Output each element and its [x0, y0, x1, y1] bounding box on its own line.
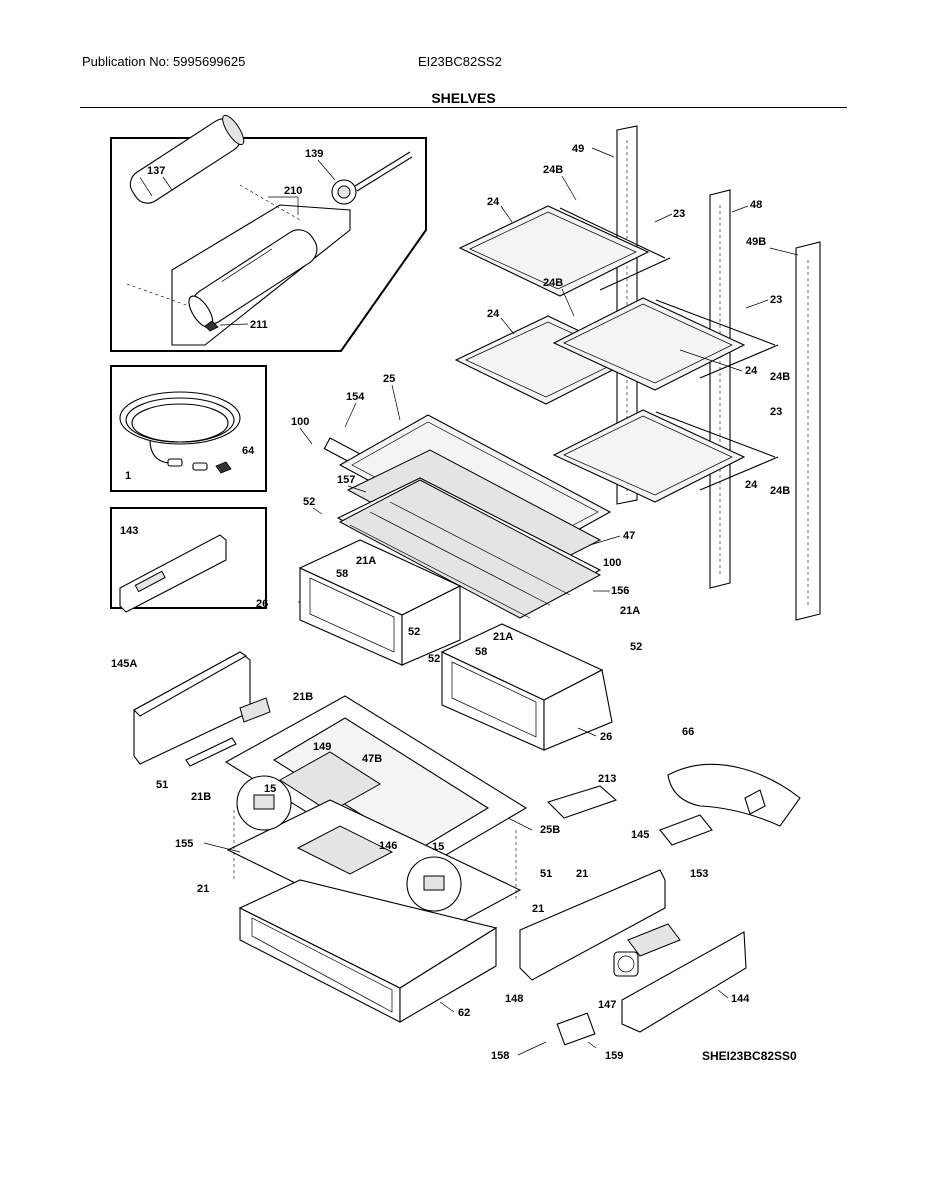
callout-159: 159 [605, 1050, 623, 1062]
callout-23-3: 23 [770, 406, 782, 418]
callout-21-2: 21 [576, 868, 588, 880]
callout-144: 144 [731, 993, 750, 1005]
callout-211: 211 [250, 319, 268, 331]
callout-148: 148 [505, 993, 523, 1005]
callout-146: 146 [379, 840, 397, 852]
callout-143: 143 [120, 525, 138, 537]
callout-21A: 21A [356, 555, 376, 567]
callout-24B-3: 24B [770, 371, 790, 383]
callout-147: 147 [598, 999, 616, 1011]
callout-25B: 25B [540, 824, 560, 836]
callout-47: 47 [623, 530, 635, 542]
callout-26-2: 26 [600, 731, 612, 743]
water-filter-inset [110, 114, 427, 352]
callout-49B: 49B [746, 236, 766, 248]
callout-52-4: 52 [630, 641, 642, 653]
callout-labels: 137 139 210 211 1 64 143 49 24B 24 23 48… [111, 143, 790, 1062]
deli-tray-and-drawer [226, 775, 522, 1023]
glass-shelves [454, 205, 779, 503]
callout-153: 153 [690, 868, 708, 880]
callout-1: 1 [125, 470, 131, 482]
callout-156: 156 [611, 585, 629, 597]
callout-52-3: 52 [428, 653, 440, 665]
callout-213: 213 [598, 773, 616, 785]
callout-15-2: 15 [432, 841, 444, 853]
callout-24B-2: 24B [543, 277, 563, 289]
callout-21A-3: 21A [493, 631, 513, 643]
callout-58-2: 58 [475, 646, 487, 658]
callout-21B-2: 21B [191, 791, 211, 803]
callout-154: 154 [346, 391, 365, 403]
callout-21A-2: 21A [620, 605, 640, 617]
callout-24B: 24B [543, 164, 563, 176]
callout-51-2: 51 [540, 868, 552, 880]
callout-49: 49 [572, 143, 584, 155]
model-number: EI23BC82SS2 [418, 54, 502, 69]
callout-25: 25 [383, 373, 395, 385]
callout-24B-4: 24B [770, 485, 790, 497]
callout-23: 23 [673, 208, 685, 220]
page-title: SHELVES [431, 90, 496, 106]
crisper-cover-stack [323, 414, 612, 619]
part-145A [133, 651, 271, 765]
callout-15: 15 [264, 783, 276, 795]
callout-139: 139 [305, 148, 323, 160]
callout-158: 158 [491, 1050, 509, 1062]
callout-100: 100 [291, 416, 309, 428]
callout-62: 62 [458, 1007, 470, 1019]
part-143-inset [110, 507, 267, 613]
callout-26: 26 [256, 598, 268, 610]
callout-21: 21 [197, 883, 209, 895]
deli-cover [185, 695, 528, 877]
callout-66: 66 [682, 726, 694, 738]
callout-137: 137 [147, 165, 165, 177]
diagram-code: SHEI23BC82SS0 [702, 1049, 797, 1063]
publication-number: Publication No: 5995699625 [82, 54, 246, 69]
callout-64: 64 [242, 445, 255, 457]
callout-155: 155 [175, 838, 193, 850]
callout-52: 52 [303, 496, 315, 508]
header-divider [80, 107, 847, 108]
callout-52-2: 52 [408, 626, 420, 638]
water-tube-inset [110, 365, 267, 492]
callout-149: 149 [313, 741, 331, 753]
callout-100-2: 100 [603, 557, 621, 569]
callout-210: 210 [284, 185, 302, 197]
callout-145: 145 [631, 829, 649, 841]
air-control-assembly [519, 763, 801, 1046]
shelf-rails [616, 125, 821, 621]
callout-157: 157 [337, 474, 355, 486]
crisper-drawers [298, 539, 613, 751]
callout-145A: 145A [111, 658, 137, 670]
callout-58: 58 [336, 568, 348, 580]
callout-24-2: 24 [487, 308, 500, 320]
callout-24-4: 24 [745, 479, 758, 491]
callout-24-3: 24 [745, 365, 758, 377]
callout-48: 48 [750, 199, 762, 211]
callout-47B: 47B [362, 753, 382, 765]
callout-24: 24 [487, 196, 500, 208]
callout-23-2: 23 [770, 294, 782, 306]
callout-51: 51 [156, 779, 168, 791]
leader-lines [162, 147, 799, 1056]
callout-21B: 21B [293, 691, 313, 703]
callout-21-3: 21 [532, 903, 544, 915]
